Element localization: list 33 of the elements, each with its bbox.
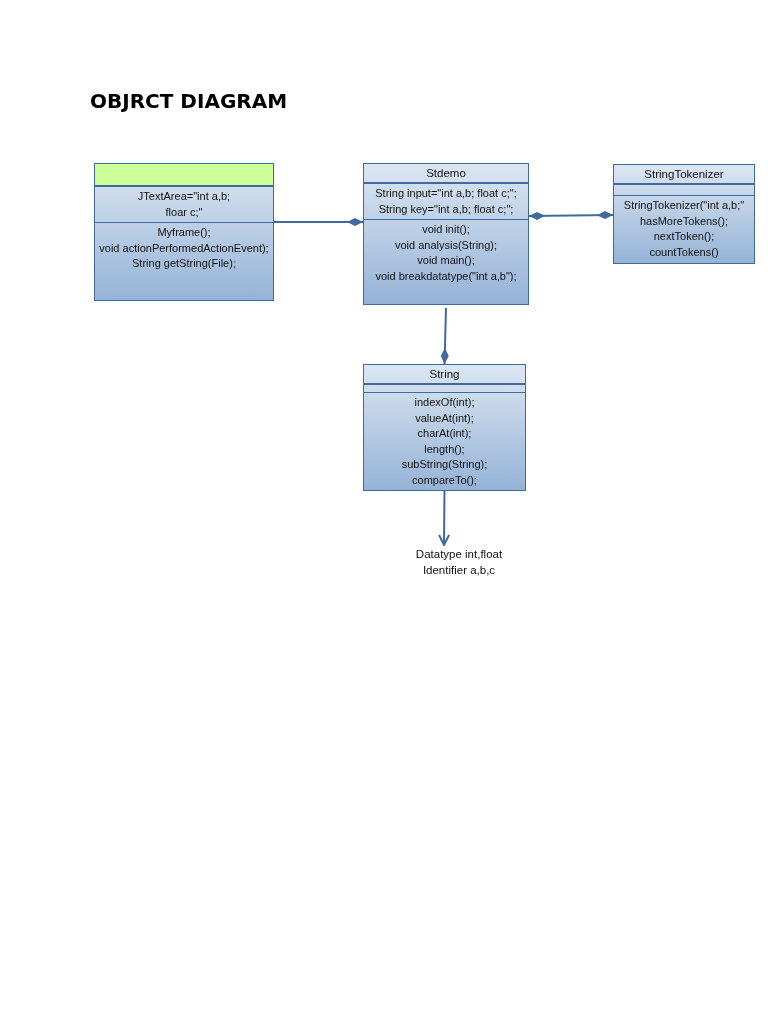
note-text: Datatype int,float	[414, 547, 504, 562]
class-member: length();	[424, 441, 465, 457]
class-name: Stdemo	[426, 167, 466, 179]
class-member: String input="int a,b; float c;";	[375, 186, 517, 201]
class-member: subString(String);	[401, 457, 488, 472]
class-member: nextToken();	[653, 229, 715, 244]
aggregation-connector	[528, 211, 614, 220]
note-text: Identifier a,b,c	[421, 562, 497, 578]
class-member: String key="int a,b; float c;";	[378, 201, 514, 217]
class-member: JTextArea="int a,b; floar c;"	[136, 189, 232, 220]
class-member: void init();	[422, 222, 470, 237]
class-member: void actionPerformedActionEvent);	[99, 240, 269, 256]
aggregation-connector	[440, 307, 449, 365]
class-box	[94, 163, 274, 301]
class-member: void main();	[417, 253, 475, 268]
class-member: void analysis(String);	[394, 237, 498, 253]
class-member: StringTokenizer("int a,b;"	[623, 198, 745, 213]
class-box	[613, 164, 755, 264]
class-name: StringTokenizer	[644, 168, 724, 180]
diagram-title: OBJRCT DIAGRAM	[90, 89, 288, 113]
class-member: String getString(File);	[132, 256, 236, 271]
class-member: charAt(int);	[417, 426, 472, 441]
class-name: String	[429, 368, 460, 380]
class-member: Myframe();	[157, 225, 211, 240]
class-box	[363, 163, 529, 305]
class-member: hasMoreTokens();	[639, 213, 728, 229]
class-member: indexOf(int);	[414, 395, 475, 410]
class-member: valueAt(int);	[415, 410, 474, 426]
class-box	[363, 364, 526, 491]
class-member: compareTo();	[412, 472, 477, 488]
class-member: countTokens()	[649, 244, 719, 260]
aggregation-connector	[273, 218, 364, 226]
class-member: void breakdatatype("int a,b");	[375, 268, 517, 284]
